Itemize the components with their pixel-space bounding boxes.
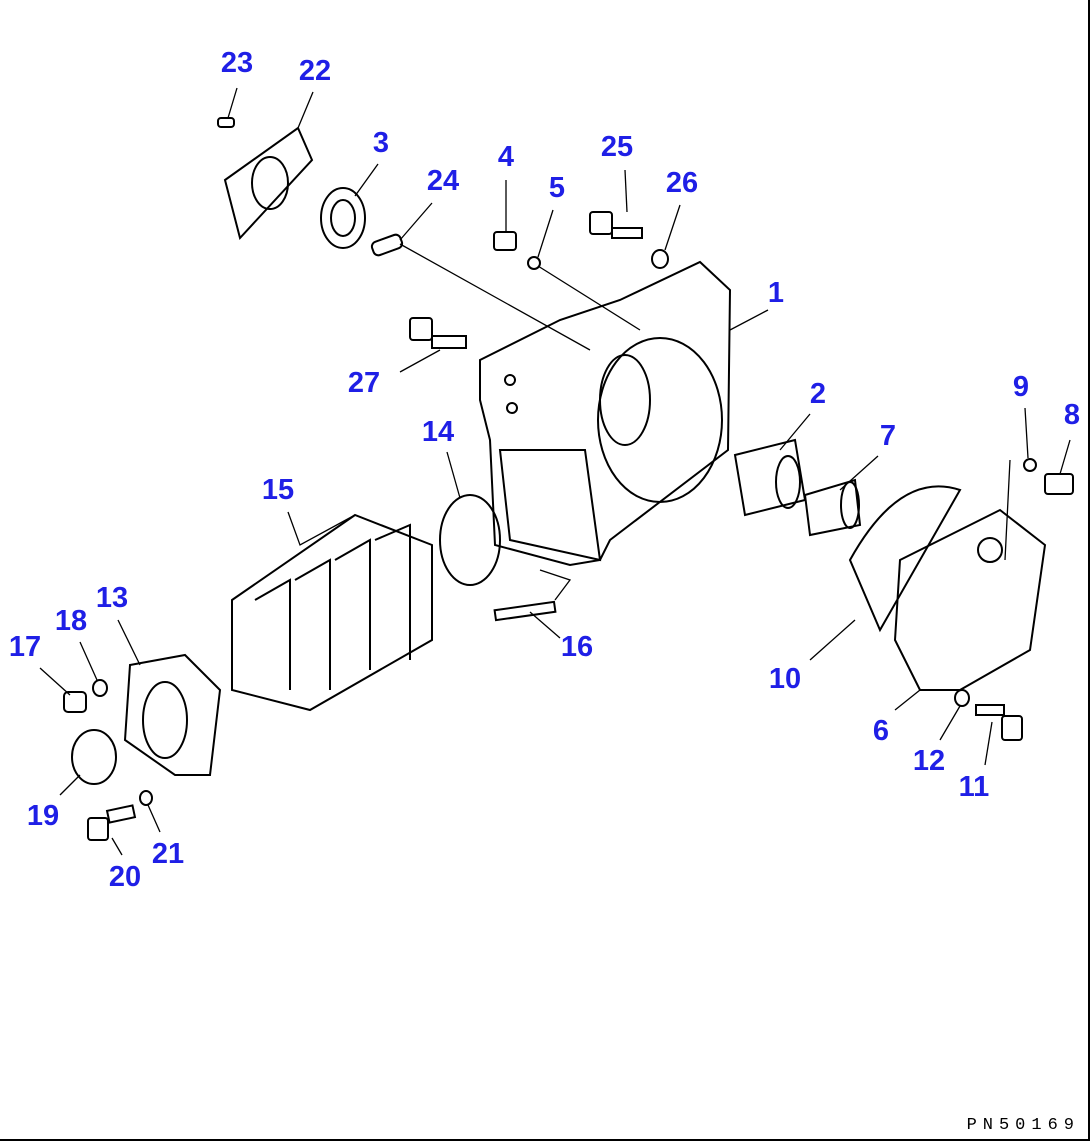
part-27-bolt[interactable] [409,317,467,349]
callout-26[interactable]: 26 [666,167,698,199]
callout-19[interactable]: 19 [27,800,59,832]
part-26-washer[interactable] [651,249,669,269]
callout-13[interactable]: 13 [96,582,128,614]
part-7-ring[interactable] [803,478,862,537]
part-20-bolt[interactable] [87,804,137,841]
callout-14[interactable]: 14 [422,416,454,448]
callout-22[interactable]: 22 [299,55,331,87]
callout-18[interactable]: 18 [55,605,87,637]
leader-lines [39,87,1071,856]
part-23-pin[interactable] [217,117,235,128]
callout-27[interactable]: 27 [348,367,380,399]
callout-1[interactable]: 1 [768,277,784,309]
callout-7[interactable]: 7 [880,420,896,452]
callout-9[interactable]: 9 [1013,371,1029,403]
callout-16[interactable]: 16 [561,631,593,663]
callout-6[interactable]: 6 [873,715,889,747]
part-6-cover[interactable] [893,508,1047,691]
callout-2[interactable]: 2 [810,378,826,410]
callout-23[interactable]: 23 [221,47,253,79]
part-4-plug[interactable] [493,231,517,251]
part-5-ball[interactable] [527,256,541,270]
callout-12[interactable]: 12 [913,745,945,777]
callout-20[interactable]: 20 [109,861,141,893]
callout-3[interactable]: 3 [373,127,389,159]
part-18-washer[interactable] [92,679,108,697]
part-1-case[interactable] [479,260,732,567]
part-15-plates[interactable] [231,513,433,712]
part-8-plug[interactable] [1044,473,1074,495]
part-17-nut[interactable] [63,691,87,713]
part-25-bolt[interactable] [589,211,643,239]
callout-11[interactable]: 11 [959,771,990,803]
part-22-plate[interactable] [223,126,314,241]
drawing-code: PN50169 [966,1116,1080,1135]
callout-25[interactable]: 25 [601,131,633,163]
part-11-bolt[interactable] [975,704,1023,741]
callout-8[interactable]: 8 [1064,399,1080,431]
callout-21[interactable]: 21 [152,838,184,870]
part-9-ball[interactable] [1023,458,1037,472]
callout-10[interactable]: 10 [769,663,801,695]
part-12-washer[interactable] [954,689,970,707]
callout-4[interactable]: 4 [498,141,514,173]
part-21-washer[interactable] [139,790,153,806]
callout-15[interactable]: 15 [262,474,294,506]
part-14-oring[interactable] [439,494,501,586]
callout-24[interactable]: 24 [427,165,459,197]
part-13-housing[interactable] [123,653,222,776]
part-16-stud[interactable] [493,600,557,622]
callout-5[interactable]: 5 [549,172,565,204]
part-2-sleeve[interactable] [733,438,807,517]
part-19-cap[interactable] [71,729,117,785]
part-3-bearing[interactable] [320,187,366,249]
part-10-gasket[interactable] [848,485,962,633]
callout-17[interactable]: 17 [9,631,41,663]
part-24-pin[interactable] [370,233,404,257]
